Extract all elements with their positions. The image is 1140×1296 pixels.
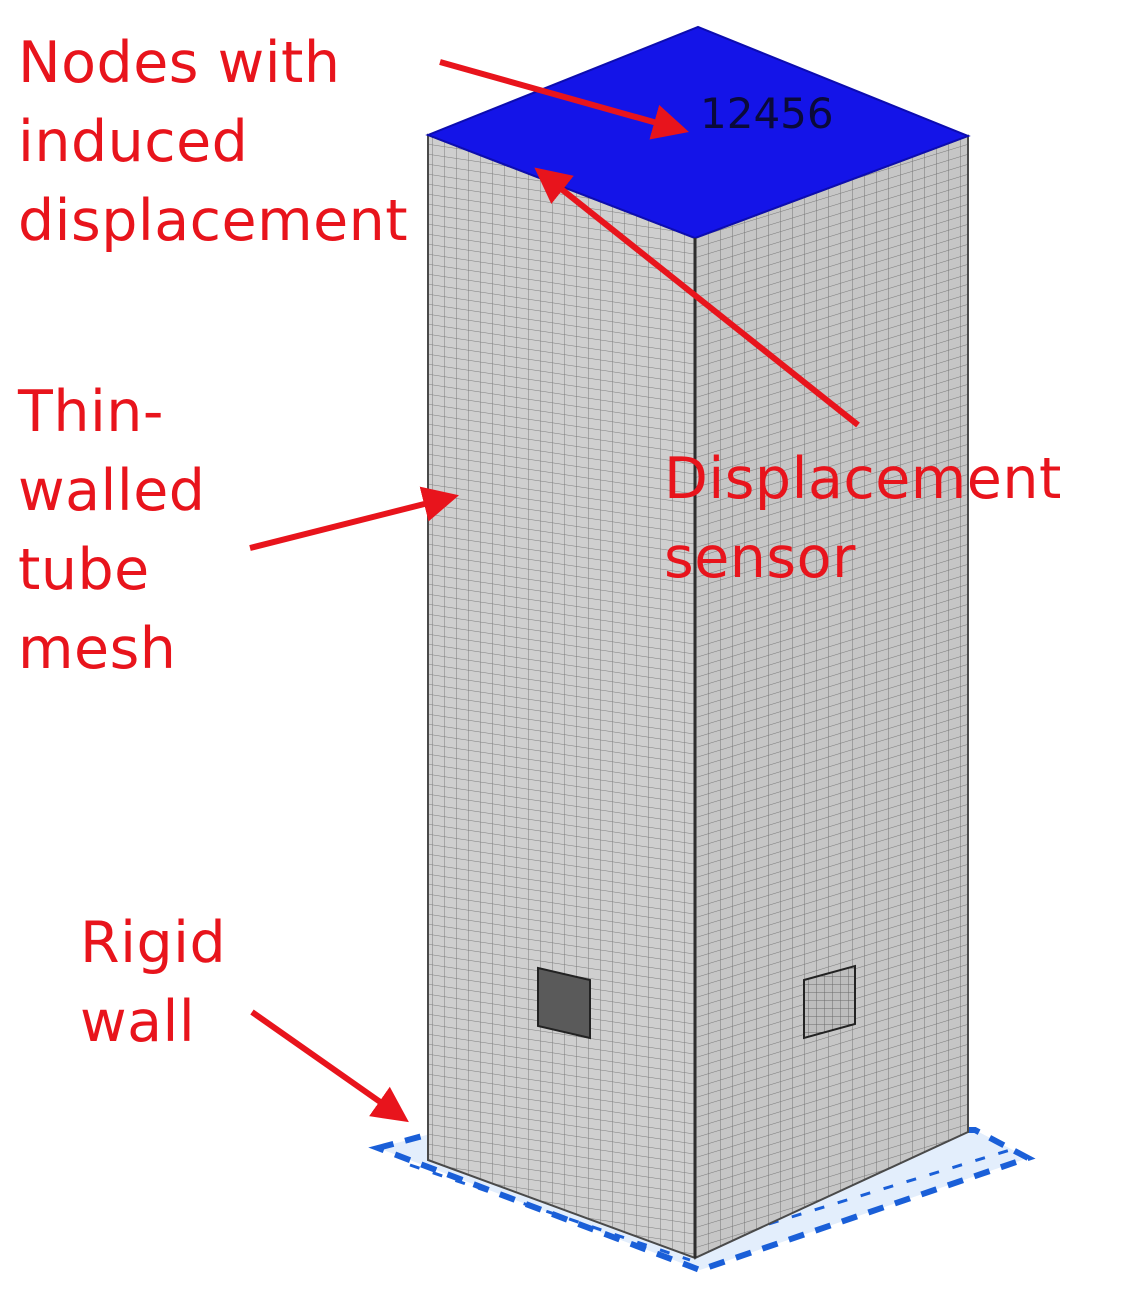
tube-side-face (694, 134, 969, 1260)
annotation-arrows (249, 59, 860, 1123)
arrow-sensor-to-top-edge (534, 167, 860, 428)
arrow-to-tube-mesh (249, 486, 459, 551)
nodes-annotation: Nodes with induced displacement (18, 30, 409, 254)
displacement-sensor-annotation: Displacement sensor (664, 446, 1062, 591)
node-set-label: 12456 (700, 89, 834, 138)
displacement-sensor-front (537, 966, 591, 1040)
arrow-to-top-nodes (439, 59, 689, 140)
tube-mesh (425, 25, 971, 1260)
tube-front-face (427, 133, 696, 1260)
arrow-to-rigid-wall (250, 1009, 409, 1123)
displacement-sensor-side (803, 964, 856, 1040)
rigid-wall-annotation: Rigid wall (80, 910, 227, 1055)
tube-mesh-annotation: Thin- walled tube mesh (18, 379, 206, 682)
